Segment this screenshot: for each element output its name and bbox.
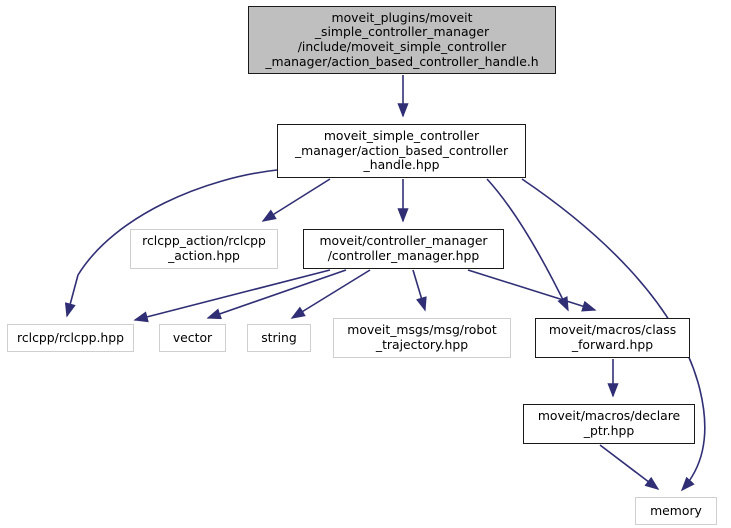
edge-controller_manager-to-rclcpp xyxy=(133,269,331,323)
edge-controller_manager-to-robot_trajectory xyxy=(412,269,427,312)
graph-node-label-handle_hpp: moveit_simple_controller _manager/action… xyxy=(294,128,509,173)
edge-controller_manager-to-string xyxy=(290,269,371,319)
graph-node-root[interactable]: moveit_plugins/moveit _simple_controller… xyxy=(248,6,556,74)
graph-node-label-string: string xyxy=(261,329,297,345)
graph-node-label-rclcpp_action: rclcpp_action/rclcpp _action.hpp xyxy=(142,233,266,263)
graph-node-memory[interactable]: memory xyxy=(635,497,717,525)
edge-declare_ptr-to-memory xyxy=(599,444,660,490)
edge-handle_hpp-to-rclcpp xyxy=(64,169,278,318)
graph-node-label-controller_manager: moveit/controller_manager /controller_ma… xyxy=(319,233,488,263)
graph-node-robot_trajectory[interactable]: moveit_msgs/msg/robot _trajectory.hpp xyxy=(333,318,511,358)
graph-node-label-declare_ptr: moveit/macros/declare _ptr.hpp xyxy=(537,408,681,438)
graph-node-label-memory: memory xyxy=(650,502,702,518)
graph-node-handle_hpp[interactable]: moveit_simple_controller _manager/action… xyxy=(277,124,526,178)
graph-node-vector[interactable]: vector xyxy=(159,324,226,352)
edge-handle_hpp-to-rclcpp_action xyxy=(261,178,331,222)
graph-node-controller_manager[interactable]: moveit/controller_manager /controller_ma… xyxy=(303,229,504,269)
graph-node-string[interactable]: string xyxy=(247,324,311,352)
edge-controller_manager-to-vector xyxy=(206,269,347,320)
graph-node-rclcpp[interactable]: rclcpp/rclcpp.hpp xyxy=(7,324,134,352)
graph-node-label-robot_trajectory: moveit_msgs/msg/robot _trajectory.hpp xyxy=(347,322,497,352)
graph-node-label-vector: vector xyxy=(172,329,213,345)
graph-node-label-rclcpp: rclcpp/rclcpp.hpp xyxy=(17,329,124,345)
graph-node-label-root: moveit_plugins/moveit _simple_controller… xyxy=(265,9,539,69)
graph-node-declare_ptr[interactable]: moveit/macros/declare _ptr.hpp xyxy=(523,404,695,444)
graph-node-rclcpp_action[interactable]: rclcpp_action/rclcpp _action.hpp xyxy=(130,229,278,269)
graph-node-class_forward[interactable]: moveit/macros/class _forward.hpp xyxy=(535,318,690,358)
edge-handle_hpp-to-class_forward xyxy=(486,178,569,312)
edge-controller_manager-to-class_forward xyxy=(467,269,597,312)
graph-node-label-class_forward: moveit/macros/class _forward.hpp xyxy=(548,322,677,352)
